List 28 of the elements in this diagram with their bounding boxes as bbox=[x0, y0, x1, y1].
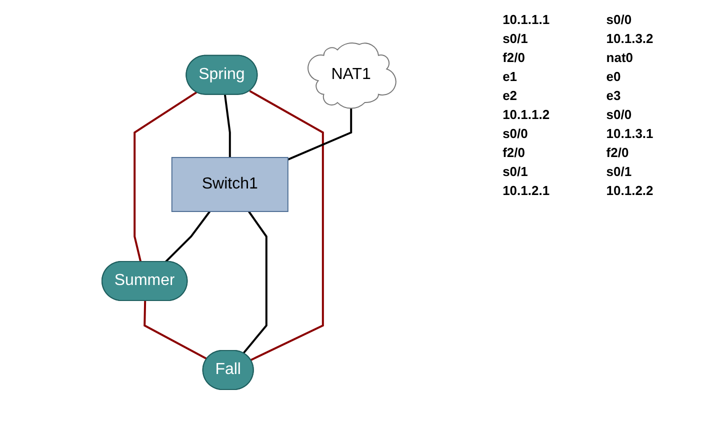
interface-label: 10.1.1.1 bbox=[502, 12, 551, 27]
interface-label: e1 bbox=[502, 69, 518, 84]
connector bbox=[243, 210, 268, 354]
interface-label: 10.1.3.2 bbox=[606, 31, 654, 46]
interface-label: 10.1.2.2 bbox=[606, 183, 654, 198]
connector bbox=[165, 210, 211, 262]
interface-label: 10.1.3.1 bbox=[606, 126, 654, 141]
interface-label: s0/0 bbox=[606, 12, 633, 27]
connector bbox=[144, 300, 208, 360]
interface-label: nat0 bbox=[606, 50, 634, 65]
interface-label: 10.1.2.1 bbox=[502, 183, 551, 198]
connector bbox=[250, 90, 324, 361]
interface-label: e2 bbox=[502, 88, 518, 103]
interface-label: s0/0 bbox=[502, 126, 529, 141]
interface-label: e0 bbox=[606, 69, 622, 84]
connector bbox=[224, 94, 232, 158]
interface-label: s0/1 bbox=[606, 164, 633, 179]
interface-label: f2/0 bbox=[606, 145, 630, 160]
connector bbox=[288, 107, 352, 160]
interface-label: f2/0 bbox=[502, 50, 526, 65]
interface-label: f2/0 bbox=[502, 145, 526, 160]
interface-label: e3 bbox=[606, 88, 622, 103]
node-box: Switch1 bbox=[172, 156, 289, 212]
interface-label: s0/1 bbox=[502, 164, 529, 179]
interface-label: s0/0 bbox=[606, 107, 633, 122]
interface-label: s0/1 bbox=[502, 31, 529, 46]
interface-label: 10.1.1.2 bbox=[502, 107, 551, 122]
connector bbox=[134, 91, 198, 262]
